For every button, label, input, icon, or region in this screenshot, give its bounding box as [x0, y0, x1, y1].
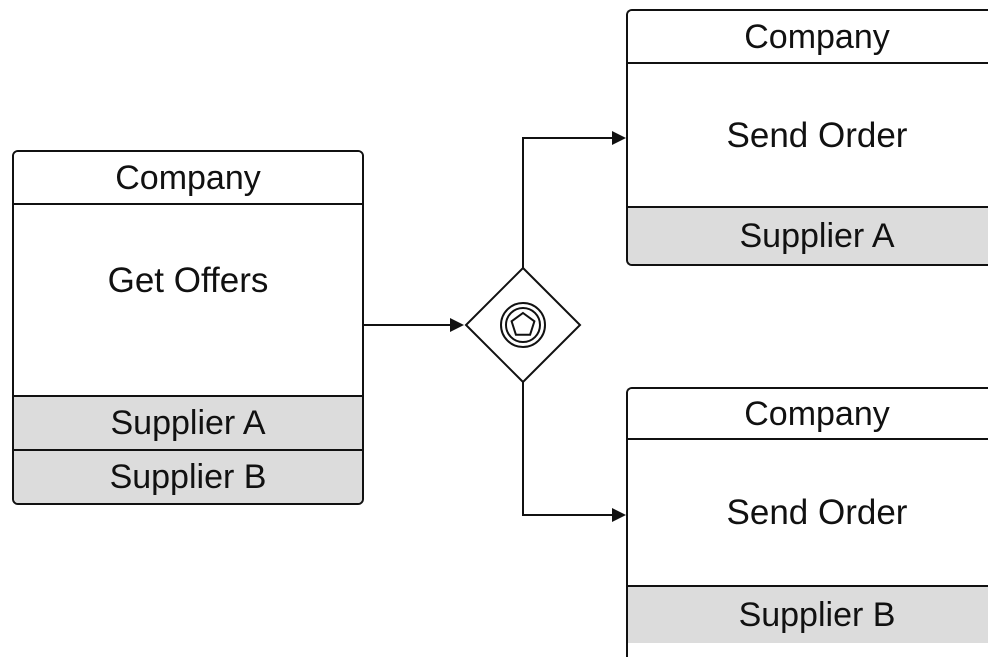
participant-band-bottom: Supplier A [14, 395, 362, 449]
task-label: Get Offers [107, 261, 269, 300]
task-label: Send Order [726, 115, 908, 155]
flow-gateway-to-order-a [522, 131, 626, 268]
task-name: Send Order [628, 64, 988, 206]
event-based-gateway[interactable] [464, 266, 582, 384]
task-name: Get Offers [14, 205, 362, 395]
participant-band-bottom: Supplier B [628, 585, 988, 643]
sequence-flow-layer [364, 131, 626, 522]
flow-gateway-to-order-b [522, 382, 626, 522]
choreography-task-send-order-b[interactable]: Company Send Order Supplier B [626, 387, 988, 657]
task-label: Send Order [726, 493, 908, 532]
participant-band-bottom: Supplier B [14, 449, 362, 503]
participant-band-top: Company [628, 389, 988, 440]
choreography-task-send-order-a[interactable]: Company Send Order Supplier A [626, 9, 988, 266]
participant-band-bottom: Supplier A [628, 206, 988, 264]
task-name: Send Order [628, 440, 988, 585]
participant-band-top: Company [628, 11, 988, 64]
participant-band-top: Company [14, 152, 362, 205]
choreography-task-get-offers[interactable]: Company Get Offers Supplier A Supplier B [12, 150, 364, 505]
pentagon-event-icon [500, 302, 546, 348]
